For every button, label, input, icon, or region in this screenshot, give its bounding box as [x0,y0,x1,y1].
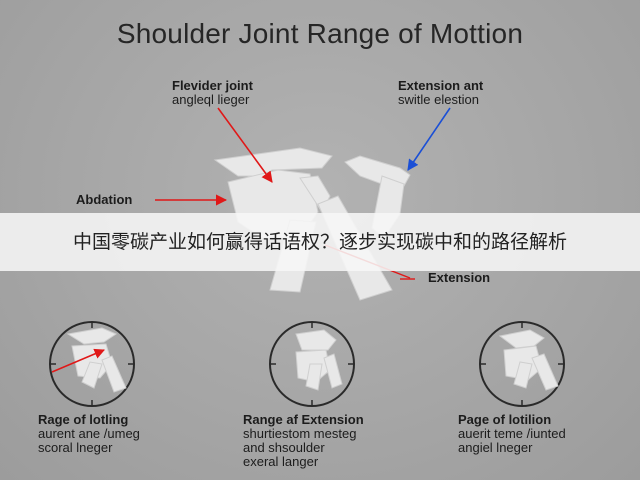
caption-2-line2: shurtiestom mesteg [243,426,357,441]
caption-2-line1: Range af Extension [243,412,364,427]
caption-2-line3: and shsoulder [243,440,325,455]
caption-1-line3: scoral lneger [38,440,113,455]
circle-dial-icon [269,321,355,407]
label-extension-top-line2: switle elestion [398,92,479,107]
circle-dial-icon [49,321,135,407]
caption-1-line2: aurent ane /umeg [38,426,140,441]
caption-3-line2: auerit teme /iunted [458,426,566,441]
label-extension-top: Extension ant switle elestion [398,79,483,107]
label-flexion-line1: Flevider joint [172,78,253,93]
label-abduction: Abdation [76,192,133,207]
label-extension-top-line1: Extension ant [398,78,484,93]
caption-3: Page of lotilion auerit teme /iunted ang… [458,413,566,455]
red-arrow-dial-1 [51,348,105,373]
label-extension-mid: Extension [428,270,491,285]
blue-arrow-extension [407,107,451,171]
caption-3-line1: Page of lotilion [458,412,552,427]
circle-dial-icon [479,321,565,407]
page-title: Shoulder Joint Range of Mottion [116,18,524,49]
overlay-banner [0,213,640,271]
caption-1: Rage of lotling aurent ane /umeg scoral … [38,413,140,455]
banner-text: 中国零碳产业如何赢得话语权？逐步实现碳中和的路径解析 [72,231,567,253]
label-flexion: Flevider joint angleql lieger [172,79,253,107]
red-arrow-flexion [217,107,273,183]
caption-2: Range af Extension shurtiestom mesteg an… [243,413,364,469]
caption-2-line4: exeral langer [243,454,319,469]
caption-3-line3: angiel lneger [458,440,533,455]
caption-1-line1: Rage of lotling [38,412,129,427]
label-flexion-line2: angleql lieger [172,92,250,107]
